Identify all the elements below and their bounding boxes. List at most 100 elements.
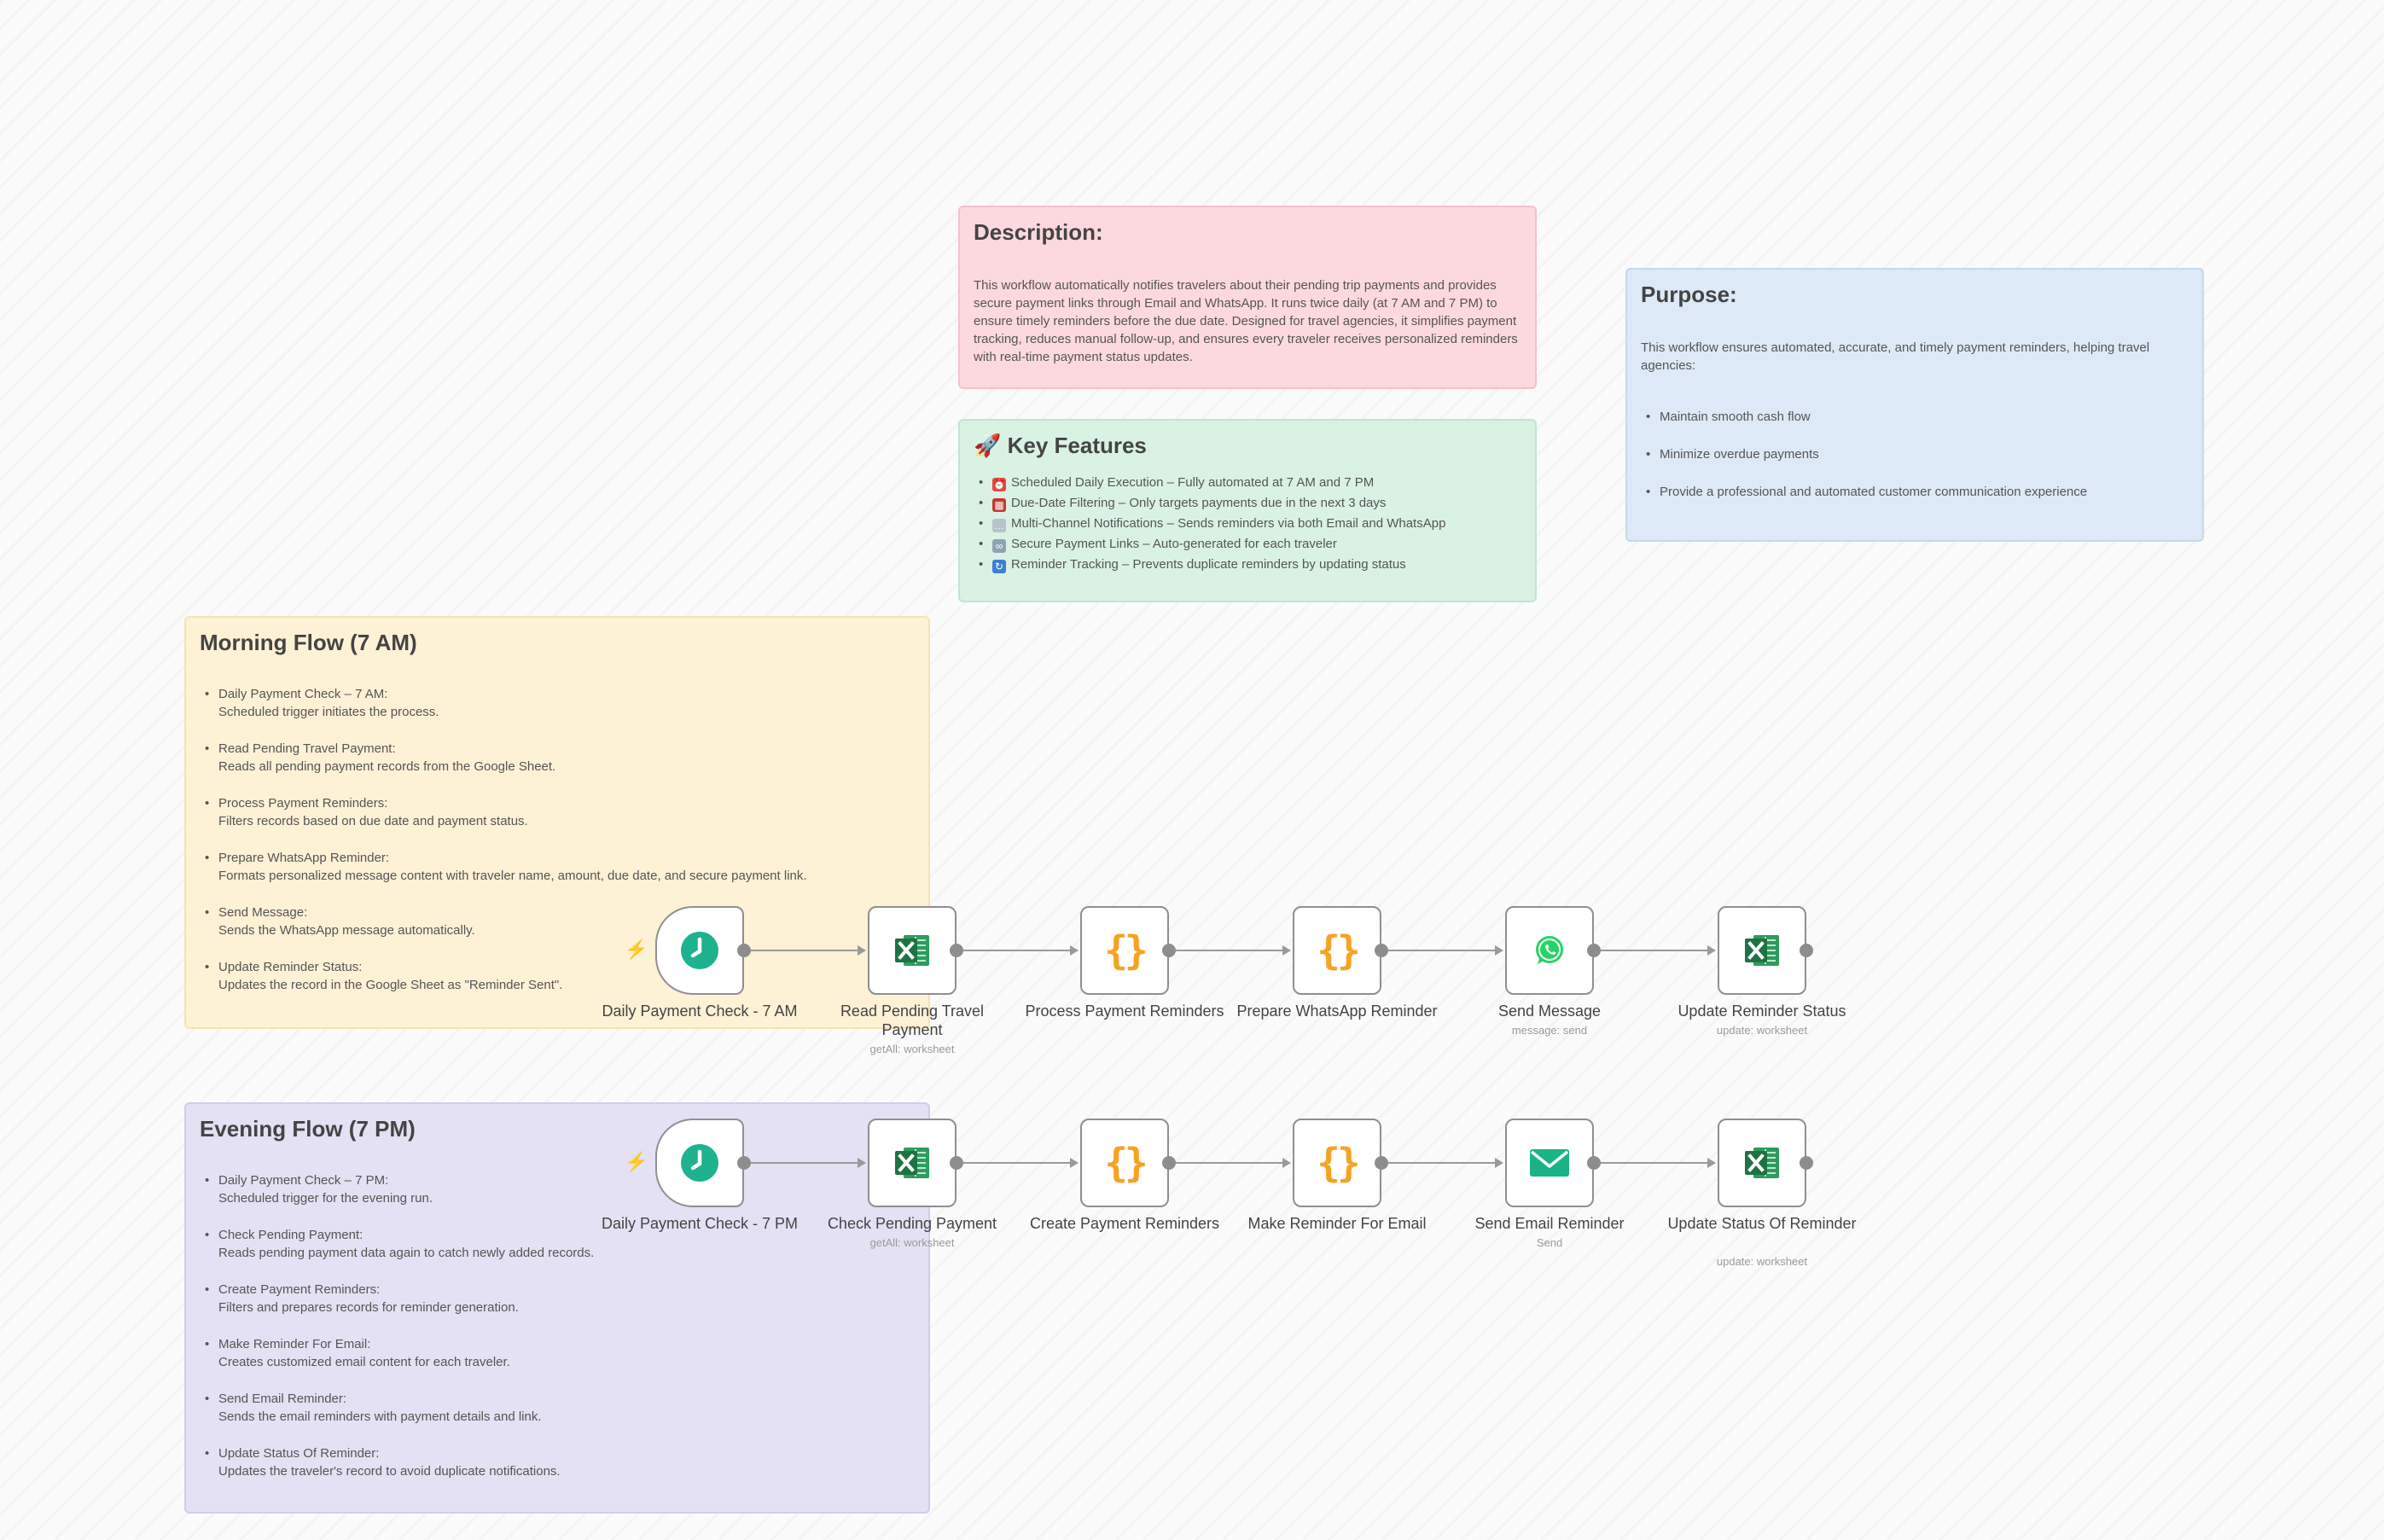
node-output-handle[interactable]: [737, 944, 751, 957]
node-connection-line[interactable]: [751, 950, 859, 951]
key-features-list: ⏰Scheduled Daily Execution – Fully autom…: [974, 473, 1521, 575]
feature-item: ⏰Scheduled Daily Execution – Fully autom…: [974, 473, 1521, 493]
evening-flow-list: Daily Payment Check – 7 PM:Scheduled tri…: [200, 1171, 915, 1480]
evening-node-6[interactable]: [1718, 1119, 1806, 1207]
purpose-list: Maintain smooth cash flow Minimize overd…: [1641, 398, 2189, 511]
node-output-handle[interactable]: [950, 944, 963, 957]
node-label: Daily Payment Check - 7 AM: [602, 1002, 798, 1020]
morning-node-3[interactable]: {}: [1080, 906, 1169, 995]
arrows-cycle-emoji-icon: ↻: [992, 560, 1006, 573]
node-subtitle: getAll: worksheet: [869, 1236, 955, 1249]
evening-node-1[interactable]: [655, 1119, 744, 1207]
node-connection-line[interactable]: [751, 1162, 859, 1164]
clock-icon: [679, 930, 720, 971]
evening-node-2[interactable]: [868, 1119, 957, 1207]
node-label: Update Status Of Reminder: [1667, 1215, 1857, 1232]
node-connection-line[interactable]: [1176, 950, 1284, 951]
evening-node-5[interactable]: [1505, 1119, 1594, 1207]
description-title: Description:: [974, 219, 1103, 245]
calendar-emoji-icon: ▦: [992, 498, 1006, 512]
morning-flow-title: Morning Flow (7 AM): [200, 630, 417, 655]
flow-step-item: Create Payment Reminders:Filters and pre…: [200, 1281, 915, 1316]
node-connection-line[interactable]: [1388, 1162, 1497, 1164]
node-output-handle[interactable]: [1375, 944, 1388, 957]
morning-node-4[interactable]: {}: [1293, 906, 1381, 995]
excel-icon: [892, 1142, 933, 1183]
node-output-handle[interactable]: [1587, 1156, 1601, 1170]
trigger-bolt-icon: ⚡: [625, 1151, 648, 1172]
node-output-handle[interactable]: [1375, 1156, 1388, 1170]
evening-flow-sticky-note[interactable]: Evening Flow (7 PM) Daily Payment Check …: [184, 1102, 930, 1514]
code-braces-icon: {}: [1104, 1140, 1148, 1186]
flow-step-item: Daily Payment Check – 7 AM:Scheduled tri…: [200, 685, 915, 721]
morning-flow-sticky-note[interactable]: Morning Flow (7 AM) Daily Payment Check …: [184, 616, 930, 1029]
morning-node-6[interactable]: [1718, 906, 1806, 995]
node-connection-line[interactable]: [963, 950, 1072, 951]
excel-icon: [892, 930, 933, 971]
code-braces-icon: {}: [1104, 927, 1148, 973]
purpose-item: Maintain smooth cash flow: [1641, 398, 2189, 436]
flow-step-item: Send Message:Sends the WhatsApp message …: [200, 904, 915, 939]
node-subtitle: Send: [1536, 1236, 1563, 1249]
purpose-sticky-note[interactable]: Purpose: This workflow ensures automated…: [1625, 268, 2204, 542]
feature-item: ↻Reminder Tracking – Prevents duplicate …: [974, 555, 1521, 575]
node-connection-line[interactable]: [1388, 950, 1497, 951]
node-label: Prepare WhatsApp Reminder: [1236, 1002, 1438, 1020]
node-label: Send Message: [1497, 1002, 1602, 1020]
node-output-handle[interactable]: [737, 1156, 751, 1170]
node-subtitle: update: worksheet: [1716, 1255, 1808, 1268]
node-subtitle: getAll: worksheet: [869, 1043, 955, 1055]
flow-step-item: Read Pending Travel Payment:Reads all pe…: [200, 740, 915, 776]
flow-step-item: Process Payment Reminders:Filters record…: [200, 794, 915, 830]
morning-node-1[interactable]: [655, 906, 744, 995]
morning-node-2[interactable]: [868, 906, 957, 995]
node-connection-arrow: [1707, 1158, 1716, 1168]
whatsapp-icon: [1532, 933, 1567, 968]
description-sticky-note[interactable]: Description: This workflow automatically…: [958, 206, 1537, 389]
node-label: Create Payment Reminders: [1029, 1215, 1220, 1232]
node-output-handle[interactable]: [1162, 944, 1176, 957]
description-body: This workflow automatically notifies tra…: [974, 278, 1518, 364]
flow-step-item: Prepare WhatsApp Reminder:Formats person…: [200, 849, 915, 885]
node-connection-line[interactable]: [1176, 1162, 1284, 1164]
node-connection-arrow: [1495, 1158, 1503, 1168]
speech-bubble-emoji-icon: …: [992, 519, 1006, 532]
node-output-handle[interactable]: [1800, 1156, 1813, 1170]
node-connection-line[interactable]: [1601, 1162, 1709, 1164]
node-connection-line[interactable]: [963, 1162, 1072, 1164]
evening-node-3[interactable]: {}: [1080, 1119, 1169, 1207]
flow-step-item: Update Status Of Reminder:Updates the tr…: [200, 1444, 915, 1480]
node-connection-arrow: [1070, 1158, 1079, 1168]
trigger-bolt-icon: ⚡: [625, 939, 648, 960]
node-label: Check Pending Payment: [827, 1215, 997, 1232]
node-output-handle[interactable]: [1587, 944, 1601, 957]
node-output-handle[interactable]: [1162, 1156, 1176, 1170]
excel-icon: [1741, 1142, 1782, 1183]
flow-step-item: Check Pending Payment:Reads pending paym…: [200, 1226, 915, 1262]
node-label: Read Pending Travel Payment: [840, 1002, 985, 1038]
node-label: Update Reminder Status: [1678, 1002, 1846, 1020]
key-features-sticky-note[interactable]: 🚀 Key Features ⏰Scheduled Daily Executio…: [958, 419, 1537, 602]
node-connection-arrow: [858, 945, 866, 956]
node-label: Make Reminder For Email: [1247, 1215, 1427, 1232]
key-features-title: 🚀 Key Features: [974, 433, 1147, 458]
morning-node-5[interactable]: [1505, 906, 1594, 995]
email-icon: [1528, 1146, 1571, 1180]
feature-item: ▦Due-Date Filtering – Only targets payme…: [974, 493, 1521, 514]
purpose-item: Minimize overdue payments: [1641, 436, 2189, 474]
node-label: Send Email Reminder: [1474, 1215, 1625, 1232]
node-output-handle[interactable]: [1800, 944, 1813, 957]
flow-step-item: Daily Payment Check – 7 PM:Scheduled tri…: [200, 1171, 915, 1207]
link-emoji-icon: ∞: [992, 539, 1006, 553]
evening-node-4[interactable]: {}: [1293, 1119, 1381, 1207]
node-output-handle[interactable]: [950, 1156, 963, 1170]
clock-icon: [679, 1142, 720, 1183]
flow-step-item: Make Reminder For Email:Creates customiz…: [200, 1335, 915, 1371]
node-connection-line[interactable]: [1601, 950, 1709, 951]
node-subtitle: message: send: [1511, 1024, 1588, 1037]
flow-step-item: Send Email Reminder:Sends the email remi…: [200, 1390, 915, 1426]
excel-icon: [1741, 930, 1782, 971]
purpose-body: This workflow ensures automated, accurat…: [1641, 340, 2150, 373]
node-connection-arrow: [1707, 945, 1716, 956]
morning-flow-list: Daily Payment Check – 7 AM:Scheduled tri…: [200, 685, 915, 994]
